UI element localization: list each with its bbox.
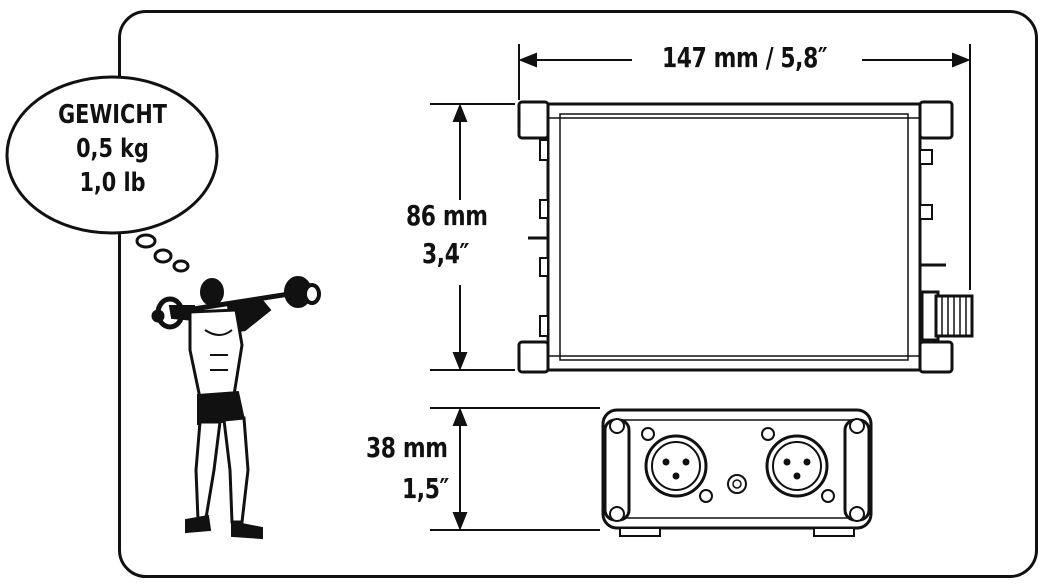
weight-bubble-text: GEWICHT 0,5 kg 1,0 lb <box>23 98 203 200</box>
weight-title: GEWICHT <box>58 100 167 130</box>
depth-dimension-line <box>430 407 600 531</box>
height-metric-label: 86 mm <box>406 199 488 232</box>
weight-metric: 0,5 kg <box>76 134 149 164</box>
device-top-view <box>517 100 974 374</box>
depth-metric-label: 38 mm <box>366 431 448 464</box>
device-front-panel <box>601 408 873 537</box>
strongman-icon <box>151 276 321 540</box>
width-dimension-line <box>518 44 971 290</box>
width-label: 147 mm / 5,8″ <box>662 41 828 74</box>
thought-bubble <box>5 75 219 273</box>
weight-imperial: 1,0 lb <box>79 168 146 198</box>
height-imperial-label: 3,4″ <box>422 237 469 270</box>
height-dimension-line <box>430 103 515 371</box>
depth-imperial-label: 1,5″ <box>402 472 449 505</box>
